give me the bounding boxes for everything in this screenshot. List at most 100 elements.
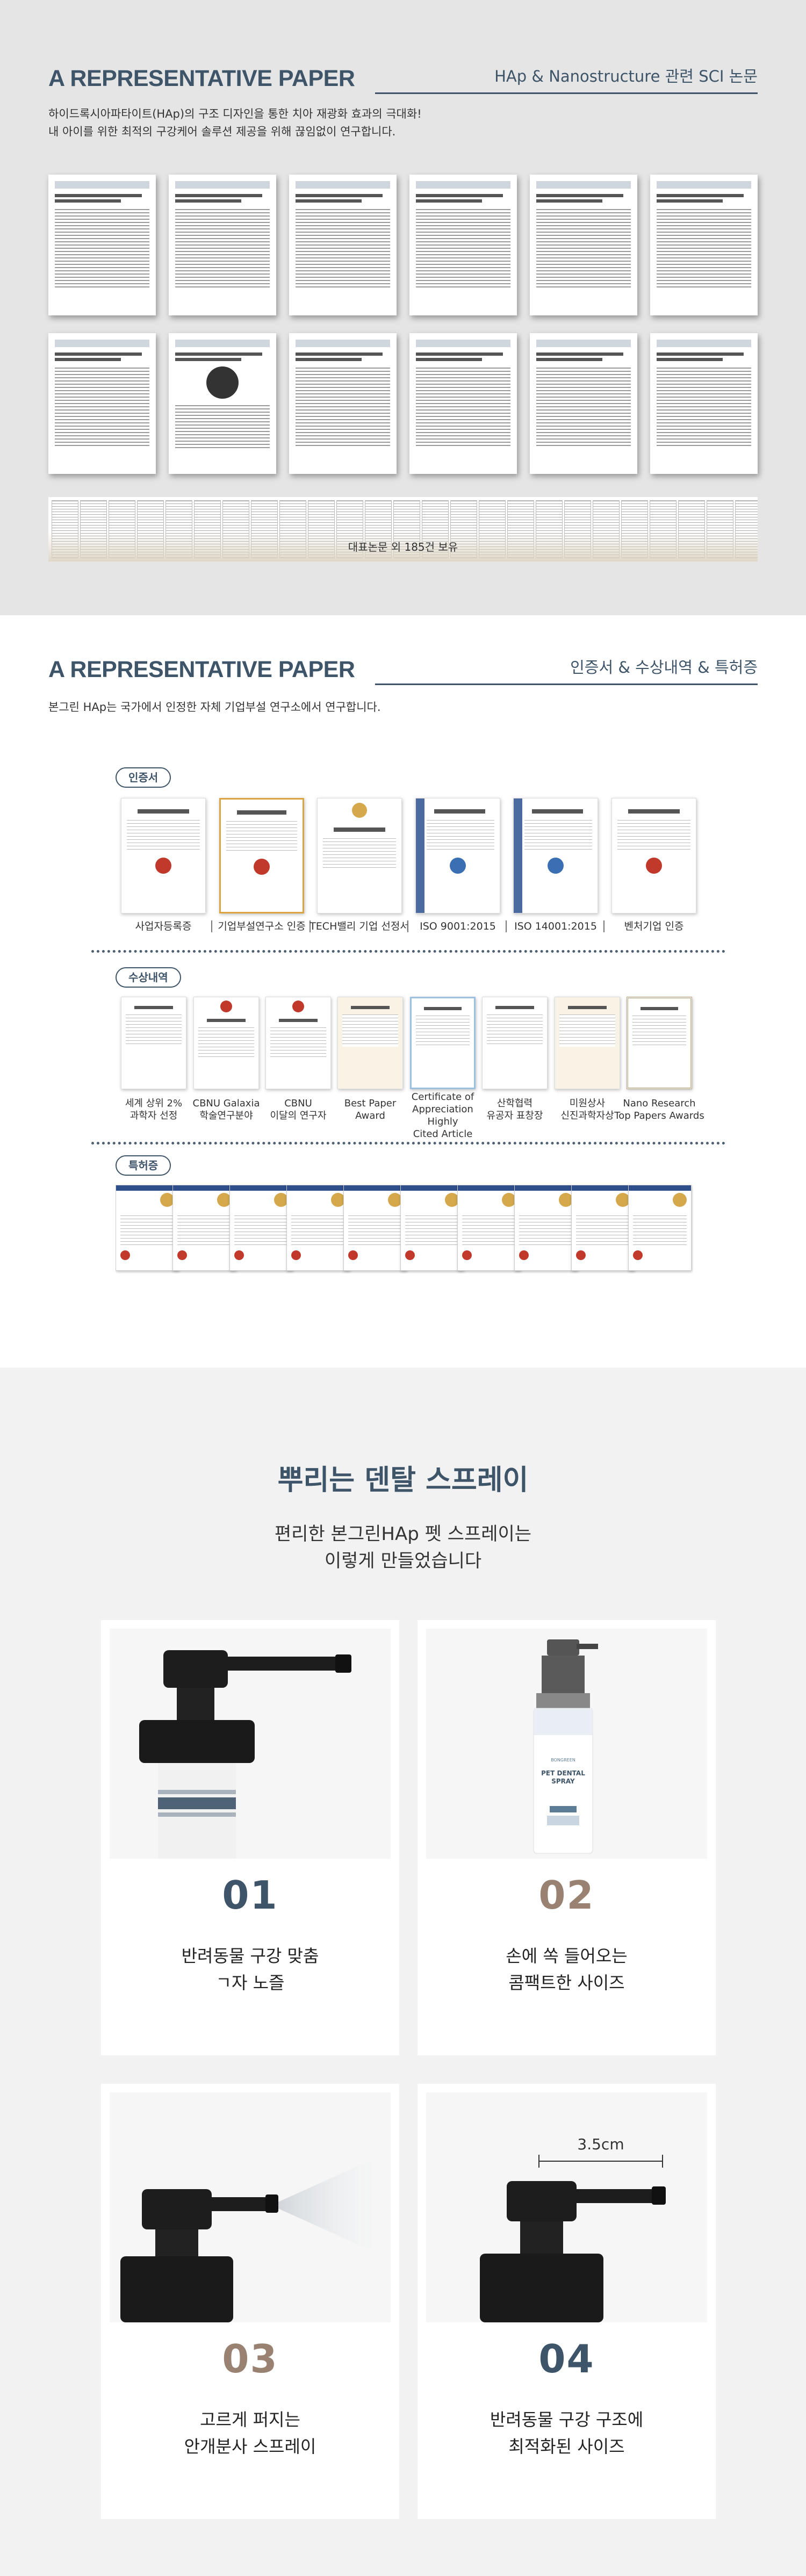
certs-header: A REPRESENTATIVE PAPER 인증서 & 수상내역 & 특허증 (48, 653, 758, 685)
certs-title: A REPRESENTATIVE PAPER (48, 657, 355, 682)
papers-intro-line: 하이드록시아파타이트(HAp)의 구조 디자인을 통한 치아 재광화 효과의 극… (48, 107, 422, 120)
certificate-card (219, 798, 304, 913)
feature-number: 04 (538, 2336, 595, 2381)
certificate-label: 사업자등록증 (135, 920, 192, 932)
product-bottle-photo: BONGREEN PET DENTAL SPRAY (426, 1629, 707, 1859)
patent-certificate (172, 1185, 236, 1271)
paper-thumbnail (530, 333, 637, 474)
product-brand: BONGREEN (551, 1758, 575, 1762)
product-bottle-illustration (533, 1639, 598, 1854)
label-separator (603, 920, 604, 932)
more-papers-caption: 대표논문 외 185건 보유 (348, 541, 458, 553)
patent-certificate (116, 1185, 179, 1271)
mist-spray-illustration (120, 2157, 378, 2322)
paper-row-2 (48, 333, 758, 478)
papers-intro: 하이드록시아파타이트(HAp)의 구조 디자인을 통한 치아 재광화 효과의 극… (48, 105, 422, 141)
header-rule (375, 92, 758, 94)
paper-thumbnail (650, 175, 758, 315)
award-card (482, 997, 548, 1089)
feature-description: 손에 쏙 들어오는 콤팩트한 사이즈 (506, 1946, 628, 1993)
award-card (410, 997, 476, 1089)
patent-certificate (571, 1185, 635, 1271)
award-card (337, 997, 403, 1089)
feature-number: 03 (222, 2336, 278, 2381)
nozzle-size-photo: 3.5cm (426, 2092, 707, 2322)
feature-card-04: 3.5cm 04 반려동물 구강 구조에 최적화된 사이즈 (418, 2084, 716, 2519)
label-separator (407, 920, 408, 932)
certificate-card (121, 798, 206, 913)
more-papers-strip: 대표논문 외 185건 보유 (48, 497, 758, 562)
dotted-divider (91, 950, 725, 953)
award-tag: 수상내역 (116, 967, 181, 988)
patent-certificate (400, 1185, 464, 1271)
certificate-label: 벤처기업 인증 (624, 920, 684, 932)
nozzle-size-illustration (480, 2155, 666, 2322)
label-separator (506, 920, 507, 932)
spray-subtitle: 편리한 본그린HAp 펫 스프레이는 이렇게 만들었습니다 (0, 1521, 806, 1574)
paper-thumbnail (650, 333, 758, 474)
award-card (627, 997, 692, 1089)
spray-nozzle-photo (110, 1629, 391, 1859)
feature-card-02: BONGREEN PET DENTAL SPRAY 02 손에 쏙 들어오는 콤… (418, 1620, 716, 2055)
feature-number: 01 (222, 1873, 278, 1918)
spray-bottle-illustration (139, 1650, 351, 1859)
paper-thumbnail (530, 175, 637, 315)
certificate-card (611, 798, 696, 913)
strip-fade (48, 532, 758, 562)
paper-thumbnail (169, 175, 276, 315)
sci-papers-section: A REPRESENTATIVE PAPER HAp & Nanostructu… (0, 0, 806, 615)
paper-thumbnail (409, 175, 517, 315)
papers-title: A REPRESENTATIVE PAPER (48, 66, 355, 91)
certificate-label: 기업부설연구소 인증 (218, 920, 306, 932)
patent-certificate (229, 1185, 293, 1271)
certificate-card (317, 798, 402, 913)
certificate-label: ISO 14001:2015 (514, 920, 597, 932)
spray-subtitle-line: 편리한 본그린HAp 펫 스프레이는 (274, 1523, 532, 1545)
feature-description: 반려동물 구강 구조에 최적화된 사이즈 (490, 2409, 644, 2457)
paper-thumbnail (289, 333, 397, 474)
papers-header: A REPRESENTATIVE PAPER HAp & Nanostructu… (48, 62, 758, 94)
award-card (121, 997, 186, 1089)
paper-row-1 (48, 175, 758, 320)
paper-thumbnail (48, 333, 156, 474)
feature-description: 반려동물 구강 맞춤 ㄱ자 노즐 (181, 1946, 319, 1993)
patent-certificate (628, 1185, 692, 1271)
dotted-divider (91, 1142, 725, 1145)
feature-card-01: 01 반려동물 구강 맞춤 ㄱ자 노즐 (101, 1620, 399, 2055)
certs-intro: 본그린 HAp는 국가에서 인정한 자체 기업부설 연구소에서 연구합니다. (48, 701, 381, 714)
certificate-card (415, 798, 500, 913)
patent-certificate (514, 1185, 578, 1271)
award-label: 세계 상위 2%과학자 선정 (125, 1098, 183, 1121)
label-separator (211, 920, 212, 932)
mist-spray-photo (110, 2092, 391, 2322)
paper-thumbnail (169, 333, 276, 474)
feature-description: 고르게 퍼지는 안개분사 스프레이 (184, 2409, 316, 2457)
award-card (193, 997, 259, 1089)
paper-thumbnail (409, 333, 517, 474)
patent-strip (116, 1185, 693, 1273)
patent-tag: 특허증 (116, 1155, 171, 1176)
patent-certificate (343, 1185, 407, 1271)
certificate-label: TECH밸리 기업 선정서 (310, 920, 409, 932)
spray-subtitle-line: 이렇게 만들었습니다 (324, 1550, 482, 1572)
header-rule (375, 683, 758, 685)
paper-thumbnail (289, 175, 397, 315)
certificate-label: ISO 9001:2015 (420, 920, 496, 932)
papers-subtitle: HAp & Nanostructure 관련 SCI 논문 (494, 67, 758, 85)
spray-title: 뿌리는 덴탈 스프레이 (277, 1464, 529, 1496)
papers-intro-line: 내 아이를 위한 최적의 구강케어 솔루션 제공을 위해 끊임없이 연구합니다. (48, 125, 396, 138)
award-card (265, 997, 331, 1089)
patent-certificate (286, 1185, 350, 1271)
size-measure-label: 3.5cm (577, 2135, 624, 2153)
label-separator (310, 920, 311, 932)
certificate-tag: 인증서 (116, 767, 171, 788)
certificate-card (513, 798, 598, 913)
award-card (555, 997, 620, 1089)
